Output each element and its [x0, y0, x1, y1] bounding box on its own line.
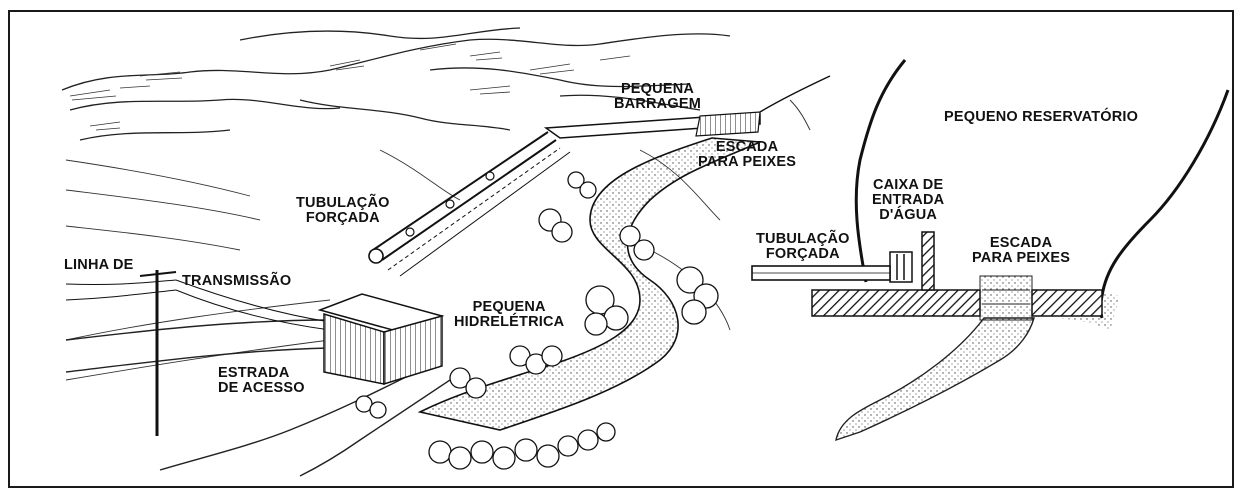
fish-ladder-right [979, 275, 1033, 321]
label-pequena-hidreletrica: PEQUENA HIDRELÉTRICA [454, 299, 565, 330]
access-road [65, 319, 451, 477]
powerhouse-building [317, 293, 445, 386]
small-dam [543, 75, 831, 139]
penstock-pipe [368, 131, 571, 277]
label-tubulacao-forcada-right: TUBULAÇÃO FORÇADA [756, 231, 850, 262]
dam-cross-section [811, 231, 1103, 317]
label-escada-peixes-left: ESCADA PARA PEIXES [698, 139, 797, 170]
mountain-shading [69, 43, 631, 131]
label-tubulacao-forcada-left: TUBULAÇÃO FORÇADA [296, 195, 390, 226]
intake-box [889, 251, 913, 283]
mountains [61, 27, 731, 141]
label-linha-de: LINHA DE [64, 257, 134, 273]
label-caixa-entrada: CAIXA DE ENTRADA D'ÁGUA [872, 177, 945, 223]
label-estrada-acesso: ESTRADA DE ACESSO [218, 365, 305, 396]
transmission-pole [65, 270, 331, 436]
penstock-right [751, 265, 891, 281]
label-pequeno-reservatorio: PEQUENO RESERVATÓRIO [944, 109, 1139, 125]
shrubs [355, 171, 719, 470]
label-pequena-barragem: PEQUENA BARRAGEM [614, 81, 701, 112]
label-escada-peixes-right: ESCADA PARA PEIXES [972, 235, 1071, 266]
label-transmissao: TRANSMISSÃO [182, 273, 292, 289]
